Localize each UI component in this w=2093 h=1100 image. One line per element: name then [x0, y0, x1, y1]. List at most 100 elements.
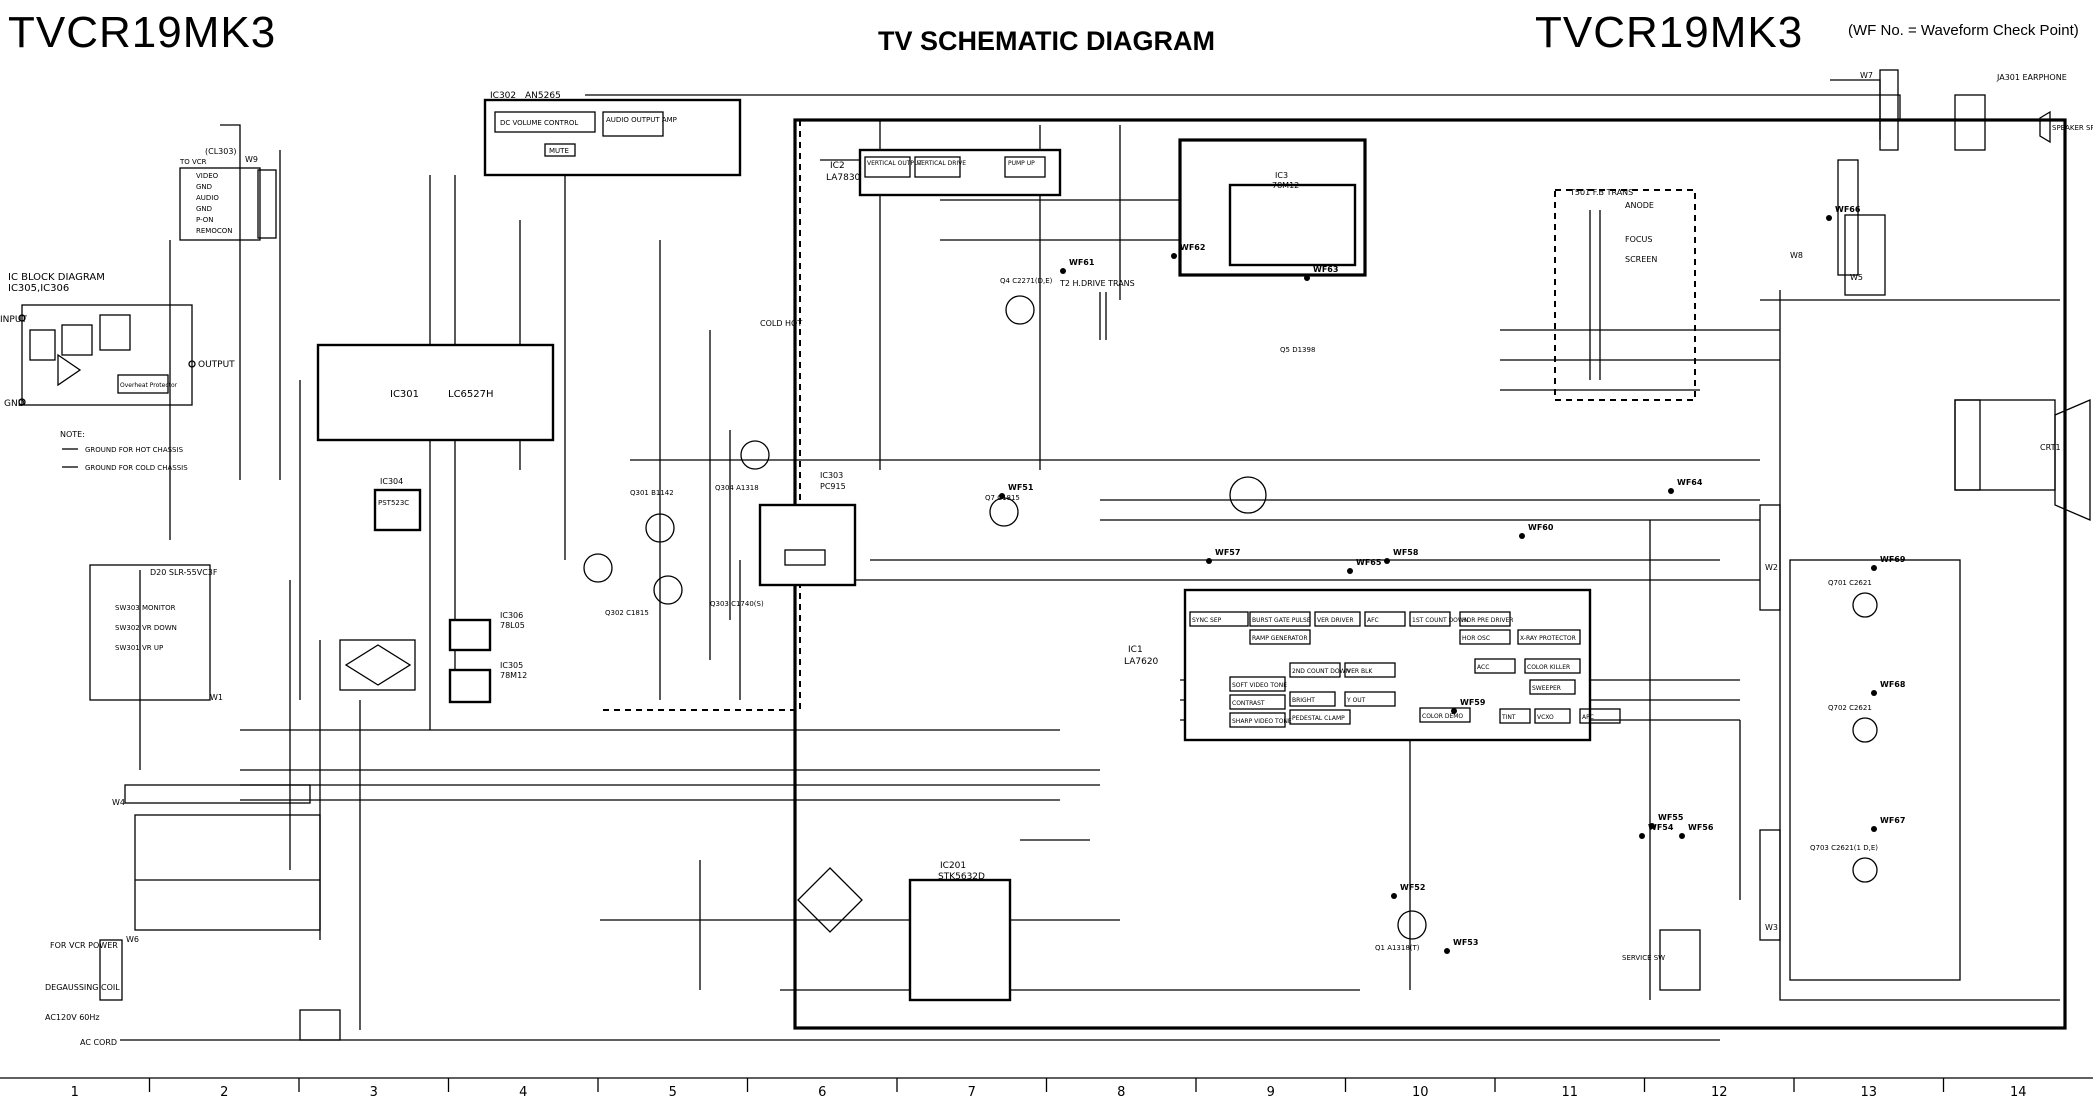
connector-cl303: (CL303) TO VCR VIDEO GND AUDIO GND P-ON … — [179, 147, 277, 241]
wf-dot — [1871, 826, 1877, 832]
cl303-pin-p-on: P-ON — [196, 216, 214, 224]
q701-label: Q701 C2621 — [1828, 579, 1872, 587]
grid-number: 5 — [669, 1085, 677, 1100]
ic1-block-box — [1364, 611, 1406, 627]
ic3-ref: IC3 — [1275, 171, 1288, 180]
w4-label: W4 — [112, 798, 125, 807]
ic1-block-box — [1534, 708, 1571, 724]
main-wiring — [120, 79, 2067, 1041]
grid-number: 12 — [1711, 1085, 1728, 1100]
ic1-block-box — [1517, 629, 1581, 645]
speaker-label: SPEAKER SP-1 — [2052, 124, 2093, 132]
ic1-block-box — [1529, 679, 1576, 695]
wf-dot — [1451, 708, 1457, 714]
ic1-block-label: COLOR KILLER — [1527, 664, 1570, 671]
block-diagram-frame — [21, 304, 193, 406]
crt-label: CRT1 — [2040, 443, 2061, 452]
ic303-optocoupler: IC303 PC915 — [758, 471, 857, 587]
ic1-box — [1183, 588, 1592, 742]
wf-label: WF54 — [1648, 823, 1674, 832]
wf-dot — [1871, 690, 1877, 696]
cl303-pin-gnd: GND — [196, 183, 212, 191]
q702-label: Q702 C2621 — [1828, 704, 1872, 712]
wf-dot — [1649, 823, 1655, 829]
bridge-d203 — [797, 867, 863, 933]
fbt-screen: SCREEN — [1625, 255, 1657, 264]
ic3-part: 78M12 — [1272, 181, 1299, 190]
speaker-symbol — [2039, 110, 2051, 144]
grid-number: 13 — [1860, 1085, 1877, 1100]
ic1-block-label: VCXO — [1537, 714, 1554, 721]
ic1-part: LA7620 — [1124, 657, 1159, 667]
ic302-box — [483, 98, 742, 177]
wf-dot — [1444, 948, 1450, 954]
wf-dot — [1679, 833, 1685, 839]
ic1-block-box — [1289, 662, 1341, 678]
ic303-ref: IC303 — [820, 471, 843, 480]
ic1-block-label: AFC — [1367, 617, 1379, 624]
ic301-part: LC6527H — [448, 389, 494, 400]
wf-dot — [1171, 253, 1177, 259]
wf-dot — [1060, 268, 1066, 274]
block-diagram-subtitle: IC305,IC306 — [8, 283, 69, 294]
wf-label: WF51 — [1008, 483, 1034, 492]
ic1-block-box — [1189, 611, 1249, 627]
ic1-block-box — [1229, 694, 1286, 710]
reference-block — [61, 324, 93, 356]
ic3-regulator: IC3 78M12 — [1178, 138, 1367, 277]
wf-dot — [1826, 215, 1832, 221]
ic1-block-label: HOR PRE DRIVER — [1462, 617, 1513, 624]
ic1-block-label: ACC — [1477, 664, 1489, 671]
wf-label: WF62 — [1180, 243, 1205, 252]
w5-label: W5 — [1850, 273, 1863, 282]
note-hot-ground: GROUND FOR HOT CHASSIS — [85, 446, 184, 454]
ic303-part: PC915 — [820, 482, 846, 491]
switch-vr-up: SW301 VR UP — [115, 644, 163, 652]
w7-label: W7 — [1860, 71, 1873, 80]
switch-block-label: D20 SLR-55VC3F — [150, 568, 218, 577]
w-labels: W1 W2 W3 W4 W5 W6 W7 W8 W9 — [112, 71, 1873, 944]
ic306-ref: IC306 — [500, 611, 523, 620]
ic306-ic305: IC306 78L05 IC305 78M12 — [339, 611, 527, 704]
ic1-block-label: SYNC SEP — [1192, 617, 1222, 624]
error-amp-symbol — [57, 353, 82, 387]
ic1-block-label: 2ND COUNT DOWN — [1292, 668, 1350, 675]
start-block — [29, 329, 56, 361]
ic305-ref: IC305 — [500, 661, 523, 670]
ic1-block-box — [1459, 611, 1511, 627]
ic1-block-label: 1ST COUNT DOWN — [1412, 617, 1468, 624]
wf-dot — [999, 493, 1005, 499]
ic1-block-box — [1229, 676, 1286, 692]
ic302-block-mute: MUTE — [549, 147, 569, 155]
fbt-outline — [1554, 189, 1696, 401]
ic304-part: PST523C — [378, 499, 409, 507]
ic1-block-label: BRIGHT — [1292, 697, 1315, 704]
fbt-focus: FOCUS — [1625, 235, 1652, 244]
wf-label: WF65 — [1356, 558, 1382, 567]
q5-label: Q5 D1398 — [1280, 346, 1315, 354]
note-cold-ground: GROUND FOR COLD CHASSIS — [85, 464, 188, 472]
wf-label: WF69 — [1880, 555, 1906, 564]
wf-label: WF63 — [1313, 265, 1338, 274]
ic306-part: 78L05 — [500, 621, 525, 630]
q304-label: Q304 A1318 — [715, 484, 759, 492]
wf-dot — [1384, 558, 1390, 564]
ic302-ref: IC302 — [490, 91, 516, 101]
model-number-left: TVCR19MK3 — [8, 8, 277, 57]
wf-dot — [1639, 833, 1645, 839]
wf-label: WF68 — [1880, 680, 1906, 689]
w6-label: W6 — [126, 935, 139, 944]
grid-number: 8 — [1117, 1085, 1125, 1100]
ic1-block-box — [1249, 629, 1311, 645]
ac-input-label: AC120V 60Hz — [45, 1013, 100, 1022]
ic1-block-label: COLOR DEMO — [1422, 713, 1463, 720]
earphone-label: JA301 EARPHONE — [1996, 73, 2067, 82]
ic1-ref: IC1 — [1128, 645, 1143, 655]
block-input-label: INPUT — [0, 315, 27, 325]
grid-number: 9 — [1267, 1085, 1275, 1100]
ic302-block-dc-volume: DC VOLUME CONTROL — [500, 119, 578, 127]
overheat-protector-block — [117, 374, 169, 394]
ic2-block-pump-up: PUMP UP — [1008, 160, 1035, 167]
